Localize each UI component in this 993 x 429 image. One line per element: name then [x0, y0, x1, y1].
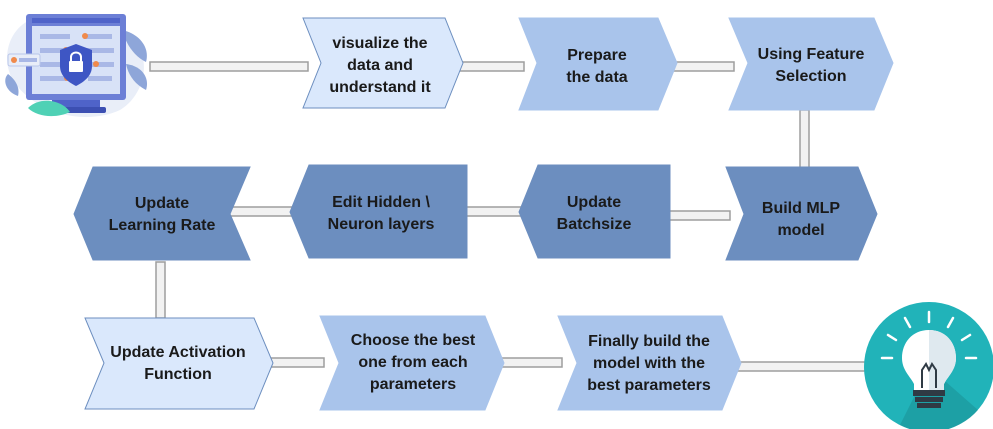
node-learning-rate-shape[interactable] [73, 166, 251, 261]
connector-final-end [734, 361, 866, 372]
node-label-line: Finally build the [588, 333, 710, 350]
node-label-line: Update [567, 194, 621, 211]
node-visualize-label: visualize the data and understand it [329, 35, 431, 96]
node-label-line: understand it [329, 79, 431, 96]
node-label-line: Batchsize [557, 216, 632, 233]
node-label-line: Update Activation [110, 344, 245, 361]
connector-start-visualize [149, 61, 309, 72]
node-label-line: Edit Hidden \ [332, 194, 430, 211]
connector-choose-final [499, 357, 563, 368]
node-label-line: data and [347, 57, 413, 74]
node-label-line: best parameters [587, 377, 711, 394]
node-build-mlp-label: Build MLP model [762, 200, 841, 239]
node-label-line: visualize the [332, 35, 427, 52]
node-label-line: Selection [775, 68, 846, 85]
process-shapes [73, 17, 894, 411]
node-label-line: parameters [370, 376, 456, 393]
node-choose-best-label: Choose the best one from each parameters [351, 332, 476, 393]
node-label-line: Prepare [567, 47, 627, 64]
node-final-shape[interactable] [557, 315, 742, 411]
connector-visualize-prepare [457, 61, 525, 72]
connector-learning-activation [155, 261, 166, 319]
node-label-line: model [777, 222, 824, 239]
node-hidden-shape[interactable] [289, 164, 468, 259]
node-prepare-label: Prepare the data [566, 47, 627, 86]
node-label-line: one from each [358, 354, 467, 371]
node-activation-shape[interactable] [84, 317, 274, 410]
secure-browser-icon [5, 14, 148, 117]
node-label-line: model with the [593, 355, 705, 372]
node-batchsize-shape[interactable] [518, 164, 671, 259]
node-hidden-label: Edit Hidden \ Neuron layers [328, 194, 435, 233]
node-label-line: Build MLP [762, 200, 841, 217]
node-label-line: Choose the best [351, 332, 476, 349]
node-choose-best-shape[interactable] [319, 315, 505, 411]
node-label-line: Update [135, 195, 189, 212]
node-label-line: Learning Rate [109, 217, 216, 234]
connector-feature-build [799, 109, 810, 169]
node-feature-shape[interactable] [728, 17, 894, 111]
node-final-label: Finally build the model with the best para… [587, 333, 711, 394]
lightbulb-icon [864, 302, 993, 429]
node-label-line: the data [566, 69, 627, 86]
node-label-line: Function [144, 366, 212, 383]
connector-activation-choose [269, 357, 325, 368]
labels: visualize the data and understand it Prepa… [109, 35, 865, 394]
connector-prepare-feature [671, 61, 735, 72]
node-visualize-shape[interactable] [302, 17, 464, 109]
node-label-line: Using Feature [758, 46, 865, 63]
node-label-line: Neuron layers [328, 216, 435, 233]
node-prepare-shape[interactable] [518, 17, 678, 111]
node-build-mlp-shape[interactable] [725, 166, 878, 261]
